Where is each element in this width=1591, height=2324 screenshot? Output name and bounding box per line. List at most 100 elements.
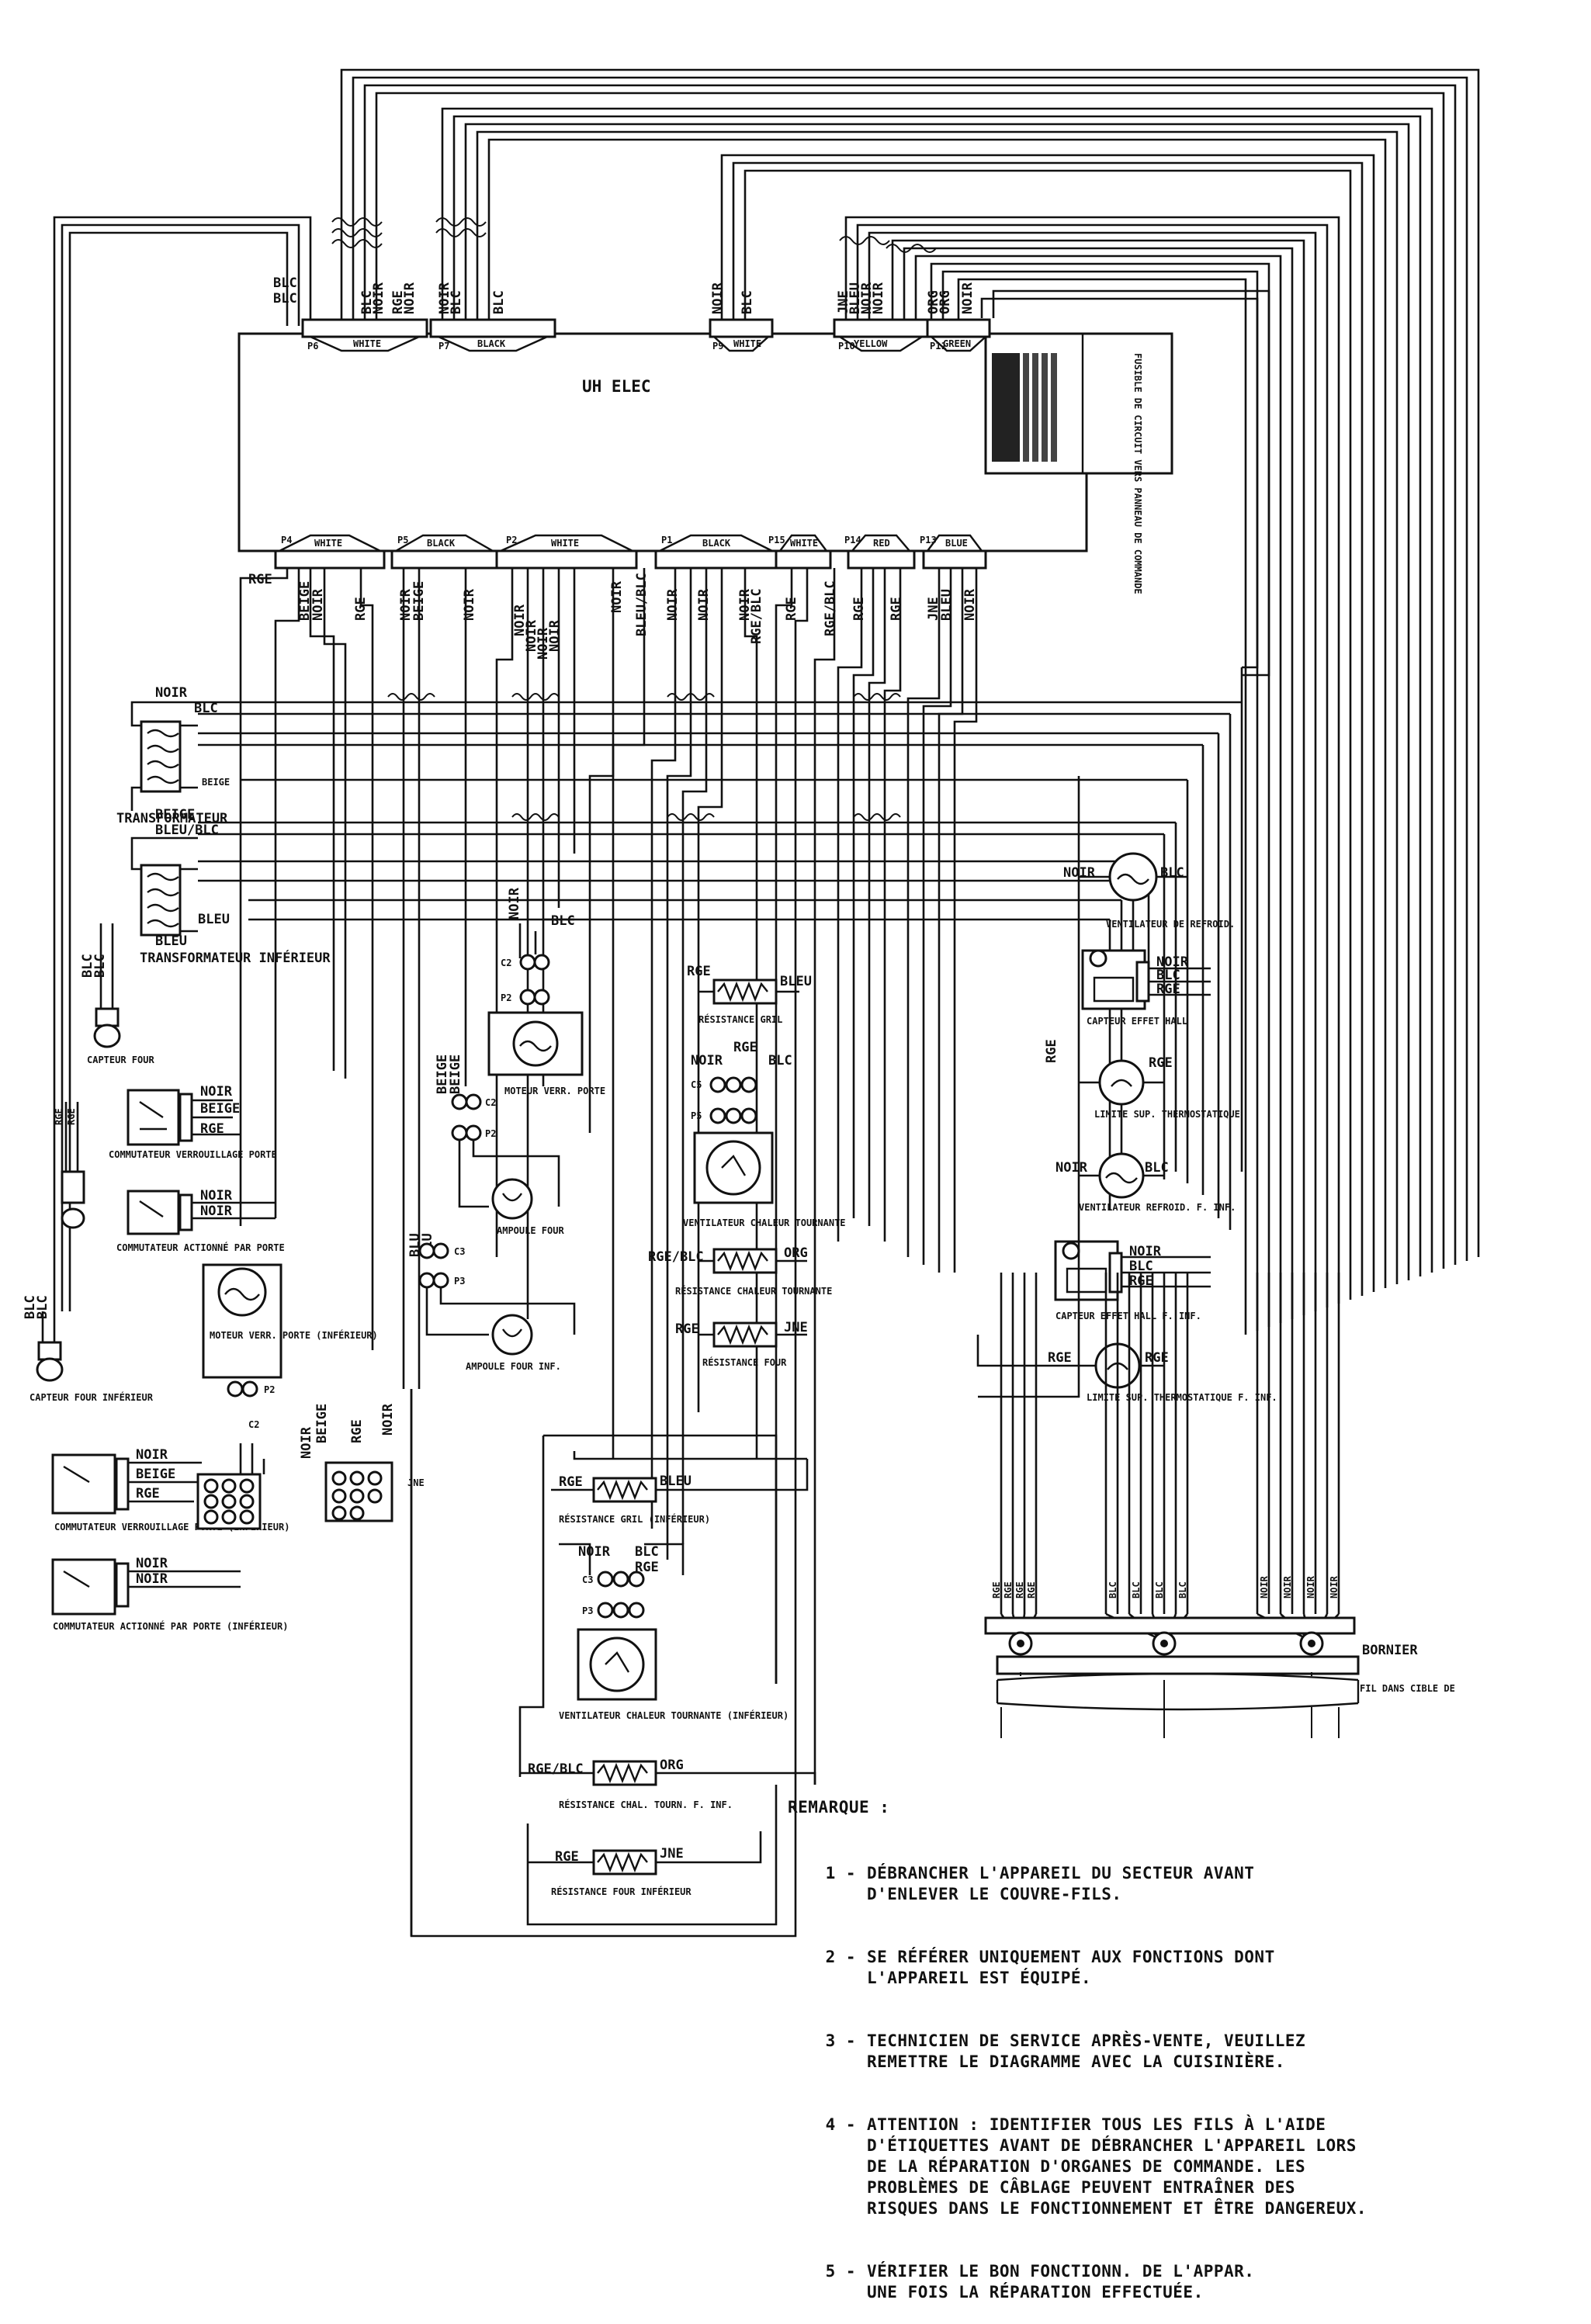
- svg-text:RGE: RGE: [1145, 1350, 1169, 1366]
- svg-text:BLC: BLC: [80, 954, 95, 978]
- transformer-upper-label: TRANSFORMATEUR: [116, 811, 228, 826]
- cooling-fan-lower: NOIR BLC VENTILATEUR REFROID. F. INF.: [1055, 1152, 1236, 1213]
- svg-text:NOIR: NOIR: [512, 604, 528, 636]
- svg-text:NOIR: NOIR: [136, 1556, 168, 1571]
- svg-text:BLC: BLC: [1131, 1581, 1142, 1598]
- svg-text:BLC: BLC: [273, 291, 297, 307]
- remark-5: 5 -VÉRIFIER LE BON FONCTIONN. DE L'APPAR…: [825, 2262, 1255, 2301]
- remark-3: 3 -TECHNICIEN DE SERVICE APRÈS-VENTE, VE…: [825, 2031, 1306, 2071]
- convection-element-lower: RGE/BLC ORG RÉSISTANCE CHAL. TOURN. F. I…: [520, 1758, 733, 1810]
- remarks-title: REMARQUE :: [788, 1798, 890, 1817]
- svg-text:BEIGE: BEIGE: [314, 1404, 330, 1443]
- door-lock-motor-lower-label: MOTEUR VERR. PORTE (INFÉRIEUR): [210, 1329, 378, 1341]
- svg-text:NOIR: NOIR: [1129, 1244, 1162, 1259]
- top-connector-wire-labels: BLC NOIR RGE NOIR NOIR BLC BLC NOIR BLC …: [273, 275, 976, 314]
- right-return-wire: [978, 1133, 1080, 1398]
- convection-fan-lower-label: VENTILATEUR CHALEUR TOURNANTE (INFÉRIEUR…: [559, 1709, 789, 1721]
- svg-text:JNE: JNE: [926, 597, 941, 621]
- svg-text:BLC: BLC: [23, 1295, 38, 1319]
- svg-text:RGE: RGE: [675, 1321, 699, 1337]
- svg-text:RGE: RGE: [635, 1560, 659, 1575]
- svg-text:BLC: BLC: [35, 1295, 50, 1319]
- svg-text:P4: P4: [281, 535, 292, 545]
- svg-text:NOIR: NOIR: [136, 1447, 168, 1463]
- connector-p10: YELLOW P10: [833, 318, 929, 352]
- svg-text:P2: P2: [264, 1384, 275, 1395]
- svg-text:BLEU/BLC: BLEU/BLC: [155, 823, 219, 838]
- remarks-block: REMARQUE : 1 -DÉBRANCHER L'APPAREIL DU S…: [788, 1755, 1471, 2324]
- transformer-upper: NOIR BLC BEIGE BEIGE TRANSFORMATEUR: [116, 685, 230, 826]
- svg-text:BLEU: BLEU: [847, 282, 863, 314]
- side-panel-blocks: [992, 353, 1057, 462]
- connector-p6: WHITE P6: [301, 318, 428, 352]
- svg-text:BEIGE: BEIGE: [155, 807, 195, 823]
- broil-element-lower-label: RÉSISTANCE GRIL (INFÉRIEUR): [559, 1513, 710, 1525]
- svg-text:NOIR: NOIR: [299, 1426, 314, 1459]
- svg-text:RED: RED: [873, 538, 890, 549]
- broil-element-label: RÉSISTANCE GRIL: [698, 1013, 782, 1025]
- broil-element-lower: RGE BLEU RÉSISTANCE GRIL (INFÉRIEUR): [551, 1474, 710, 1525]
- svg-text:BLACK: BLACK: [427, 538, 456, 549]
- door-switch: NOIR NOIR COMMUTATEUR ACTIONNÉ PAR PORTE: [116, 1188, 285, 1253]
- oven-lamp-label: AMPOULE FOUR: [497, 1225, 564, 1236]
- svg-text:NOIR: NOIR: [1156, 954, 1189, 970]
- svg-text:C5: C5: [691, 1079, 702, 1090]
- svg-text:NOIR: NOIR: [1259, 1575, 1270, 1598]
- svg-text:P14: P14: [844, 535, 861, 545]
- connector-p9: WHITE P9: [709, 318, 774, 352]
- svg-text:P11: P11: [930, 341, 947, 352]
- door-lock-switch-label: COMMUTATEUR VERROUILLAGE PORTE: [109, 1149, 277, 1160]
- svg-text:RGE: RGE: [1156, 982, 1180, 997]
- svg-text:BLEU: BLEU: [660, 1474, 692, 1489]
- svg-text:P1: P1: [661, 535, 672, 545]
- svg-text:BLC: BLC: [1129, 1259, 1153, 1274]
- svg-text:BLC: BLC: [273, 275, 297, 291]
- lower-center-wiring: [410, 1389, 816, 1938]
- terminal-block: BORNIER FIL DANS CIBLE DE RGE RGE RGE RG…: [984, 1273, 1455, 1738]
- convection-fan-lower: NOIR BLC RGE C3 P3 VENTILATEUR CHALEUR T…: [559, 1544, 789, 1721]
- convection-element: RGE/BLC ORG RÉSISTANCE CHALEUR TOURNANTE: [648, 1245, 832, 1297]
- svg-text:RGE: RGE: [66, 1108, 77, 1125]
- svg-text:NOIR: NOIR: [1305, 1575, 1316, 1598]
- transformer-lower-label: TRANSFORMATEUR INFÉRIEUR: [140, 949, 331, 966]
- svg-text:BLC: BLC: [1107, 1581, 1118, 1598]
- high-limit-thermostat: RGE RGE LIMITE SUP. THERMOSTATIQUE: [1044, 1039, 1240, 1120]
- cooling-fan: NOIR BLC VENTILATEUR DE REFROID.: [1063, 852, 1235, 930]
- oven-lamp-lower: BLU BLU C3 P3 AMPOULE FOUR INF.: [407, 1233, 576, 1372]
- svg-text:GREEN: GREEN: [943, 338, 971, 349]
- svg-text:NOIR: NOIR: [1329, 1575, 1340, 1598]
- bake-element-lower: RGE JNE RÉSISTANCE FOUR INFÉRIEUR: [528, 1846, 698, 1897]
- svg-text:NOIR: NOIR: [691, 1053, 723, 1068]
- svg-text:P3: P3: [582, 1605, 593, 1616]
- svg-text:C3: C3: [582, 1574, 593, 1585]
- svg-text:NOIR: NOIR: [871, 282, 886, 314]
- svg-text:NOIR: NOIR: [710, 282, 726, 314]
- svg-text:NOIR: NOIR: [960, 282, 976, 314]
- svg-text:NOIR: NOIR: [859, 282, 875, 314]
- svg-text:BLC: BLC: [1145, 1160, 1169, 1176]
- hall-sensor: NOIR BLC RGE CAPTEUR EFFET HALL: [1081, 949, 1211, 1027]
- remark-4: 4 -ATTENTION : IDENTIFIER TOUS LES FILS …: [825, 2115, 1367, 2218]
- svg-text:BEIGE: BEIGE: [200, 1101, 240, 1117]
- svg-text:BLEU: BLEU: [155, 933, 187, 949]
- svg-text:WHITE: WHITE: [733, 338, 761, 349]
- svg-text:ORG: ORG: [938, 290, 953, 314]
- connector-p5: BLACK P5: [390, 534, 498, 570]
- svg-text:NOIR: NOIR: [310, 588, 326, 621]
- remark-1: 1 -DÉBRANCHER L'APPAREIL DU SECTEUR AVAN…: [825, 1864, 1255, 1903]
- bottom-connector-wire-labels: RGE BEIGE NOIR RGE NOIR BEIGE NOIR NOIR …: [248, 572, 978, 660]
- svg-text:RGE: RGE: [1026, 1581, 1037, 1598]
- svg-text:NOIR: NOIR: [1055, 1160, 1088, 1176]
- svg-text:BLC: BLC: [768, 1053, 792, 1068]
- svg-text:RGE: RGE: [784, 597, 799, 621]
- svg-text:P9: P9: [712, 341, 723, 352]
- svg-text:BLC: BLC: [1177, 1581, 1188, 1598]
- high-limit-lower-label: LIMITE SUP. THERMOSTATIQUE F. INF.: [1087, 1392, 1277, 1403]
- svg-text:RGE/BLC: RGE/BLC: [823, 580, 838, 636]
- svg-text:BLC: BLC: [635, 1544, 659, 1560]
- svg-text:RGE: RGE: [687, 964, 711, 979]
- remark-2: 2 -SE RÉFÉRER UNIQUEMENT AUX FONCTIONS D…: [825, 1948, 1275, 1987]
- connector-p14: RED P14: [844, 534, 916, 570]
- svg-text:BLACK: BLACK: [477, 338, 506, 349]
- svg-text:NOIR: NOIR: [547, 619, 563, 652]
